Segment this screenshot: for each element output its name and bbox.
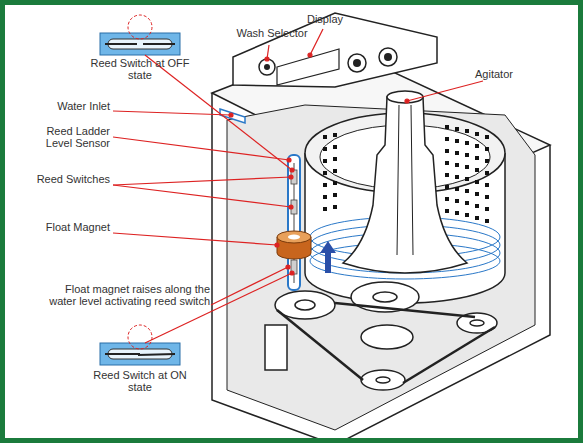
display-label: Display: [295, 13, 355, 25]
reed-off-label: Reed Switch at OFF state: [90, 57, 190, 81]
reed-on-label: Reed Switch at ON state: [90, 369, 190, 393]
wash-selector-label: Wash Selector: [227, 27, 317, 39]
float-magnet-label: Float Magnet: [25, 221, 110, 233]
reed-switches-label: Reed Switches: [25, 173, 110, 185]
agitator-label: Agitator: [475, 68, 545, 80]
water-inlet-label: Water Inlet: [25, 100, 110, 112]
float-note-label: Float magnet raises along the water leve…: [45, 283, 210, 307]
reed-ladder-label: Reed Ladder Level Sensor: [25, 125, 110, 149]
